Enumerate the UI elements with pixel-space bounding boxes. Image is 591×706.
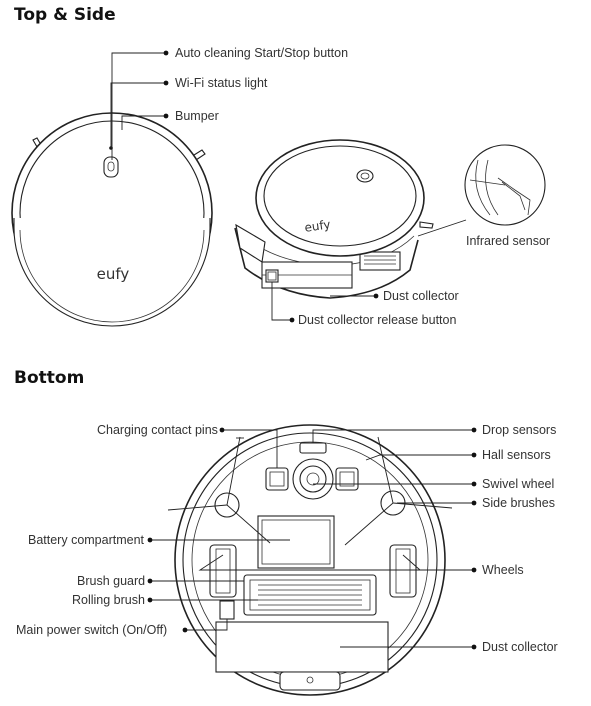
label-charging-pins: Charging contact pins — [97, 423, 218, 437]
leader-battery — [147, 537, 290, 543]
label-brush-guard: Brush guard — [77, 574, 146, 588]
leader-side-brushes — [397, 500, 477, 506]
label-dust-collector-side: Dust collector — [383, 289, 459, 303]
leader-auto-clean — [111, 50, 169, 160]
brand-logo-top: eufy — [97, 265, 130, 283]
label-infrared: Infrared sensor — [466, 234, 551, 248]
robot-bottom-view — [167, 424, 453, 696]
label-battery: Battery compartment — [28, 533, 145, 547]
label-power-switch: Main power switch (On/Off) — [16, 623, 168, 637]
robot-top-view: eufy — [11, 112, 213, 327]
leader-hall-sensors — [365, 452, 477, 461]
label-dust-collector-bottom: Dust collector — [482, 640, 558, 654]
leader-infrared — [417, 219, 467, 237]
leader-rolling-brush — [147, 597, 258, 603]
section-title-bottom: Bottom — [14, 368, 85, 388]
leader-drop-sensors — [312, 427, 477, 443]
leader-dust-release — [271, 282, 295, 323]
leader-charging-pins — [219, 427, 278, 468]
label-auto-clean: Auto cleaning Start/Stop button — [175, 46, 349, 60]
section-title-top-side: Top & Side — [14, 5, 116, 25]
leader-wheels — [198, 554, 477, 573]
leader-wifi-light — [110, 80, 169, 148]
label-dust-release: Dust collector release button — [298, 313, 457, 327]
label-drop-sensors: Drop sensors — [482, 423, 557, 437]
leader-swivel-wheel — [313, 481, 477, 487]
label-wifi-light: Wi-Fi status light — [175, 76, 268, 90]
leader-power-switch — [182, 619, 228, 633]
label-wheels: Wheels — [482, 563, 524, 577]
leader-dust-side — [330, 293, 379, 299]
leader-bumper — [121, 113, 169, 130]
label-bumper: Bumper — [175, 109, 219, 123]
infrared-sensor-detail — [464, 144, 546, 226]
label-swivel-wheel: Swivel wheel — [482, 477, 555, 491]
label-hall-sensors: Hall sensors — [482, 448, 551, 462]
leader-dust-bottom — [340, 644, 477, 650]
label-rolling-brush: Rolling brush — [72, 593, 145, 607]
robot-angled-view: eufy — [234, 139, 434, 299]
leader-brush-guard — [147, 578, 244, 584]
label-side-brushes: Side brushes — [482, 496, 555, 510]
brand-logo-side: eufy — [304, 217, 332, 234]
